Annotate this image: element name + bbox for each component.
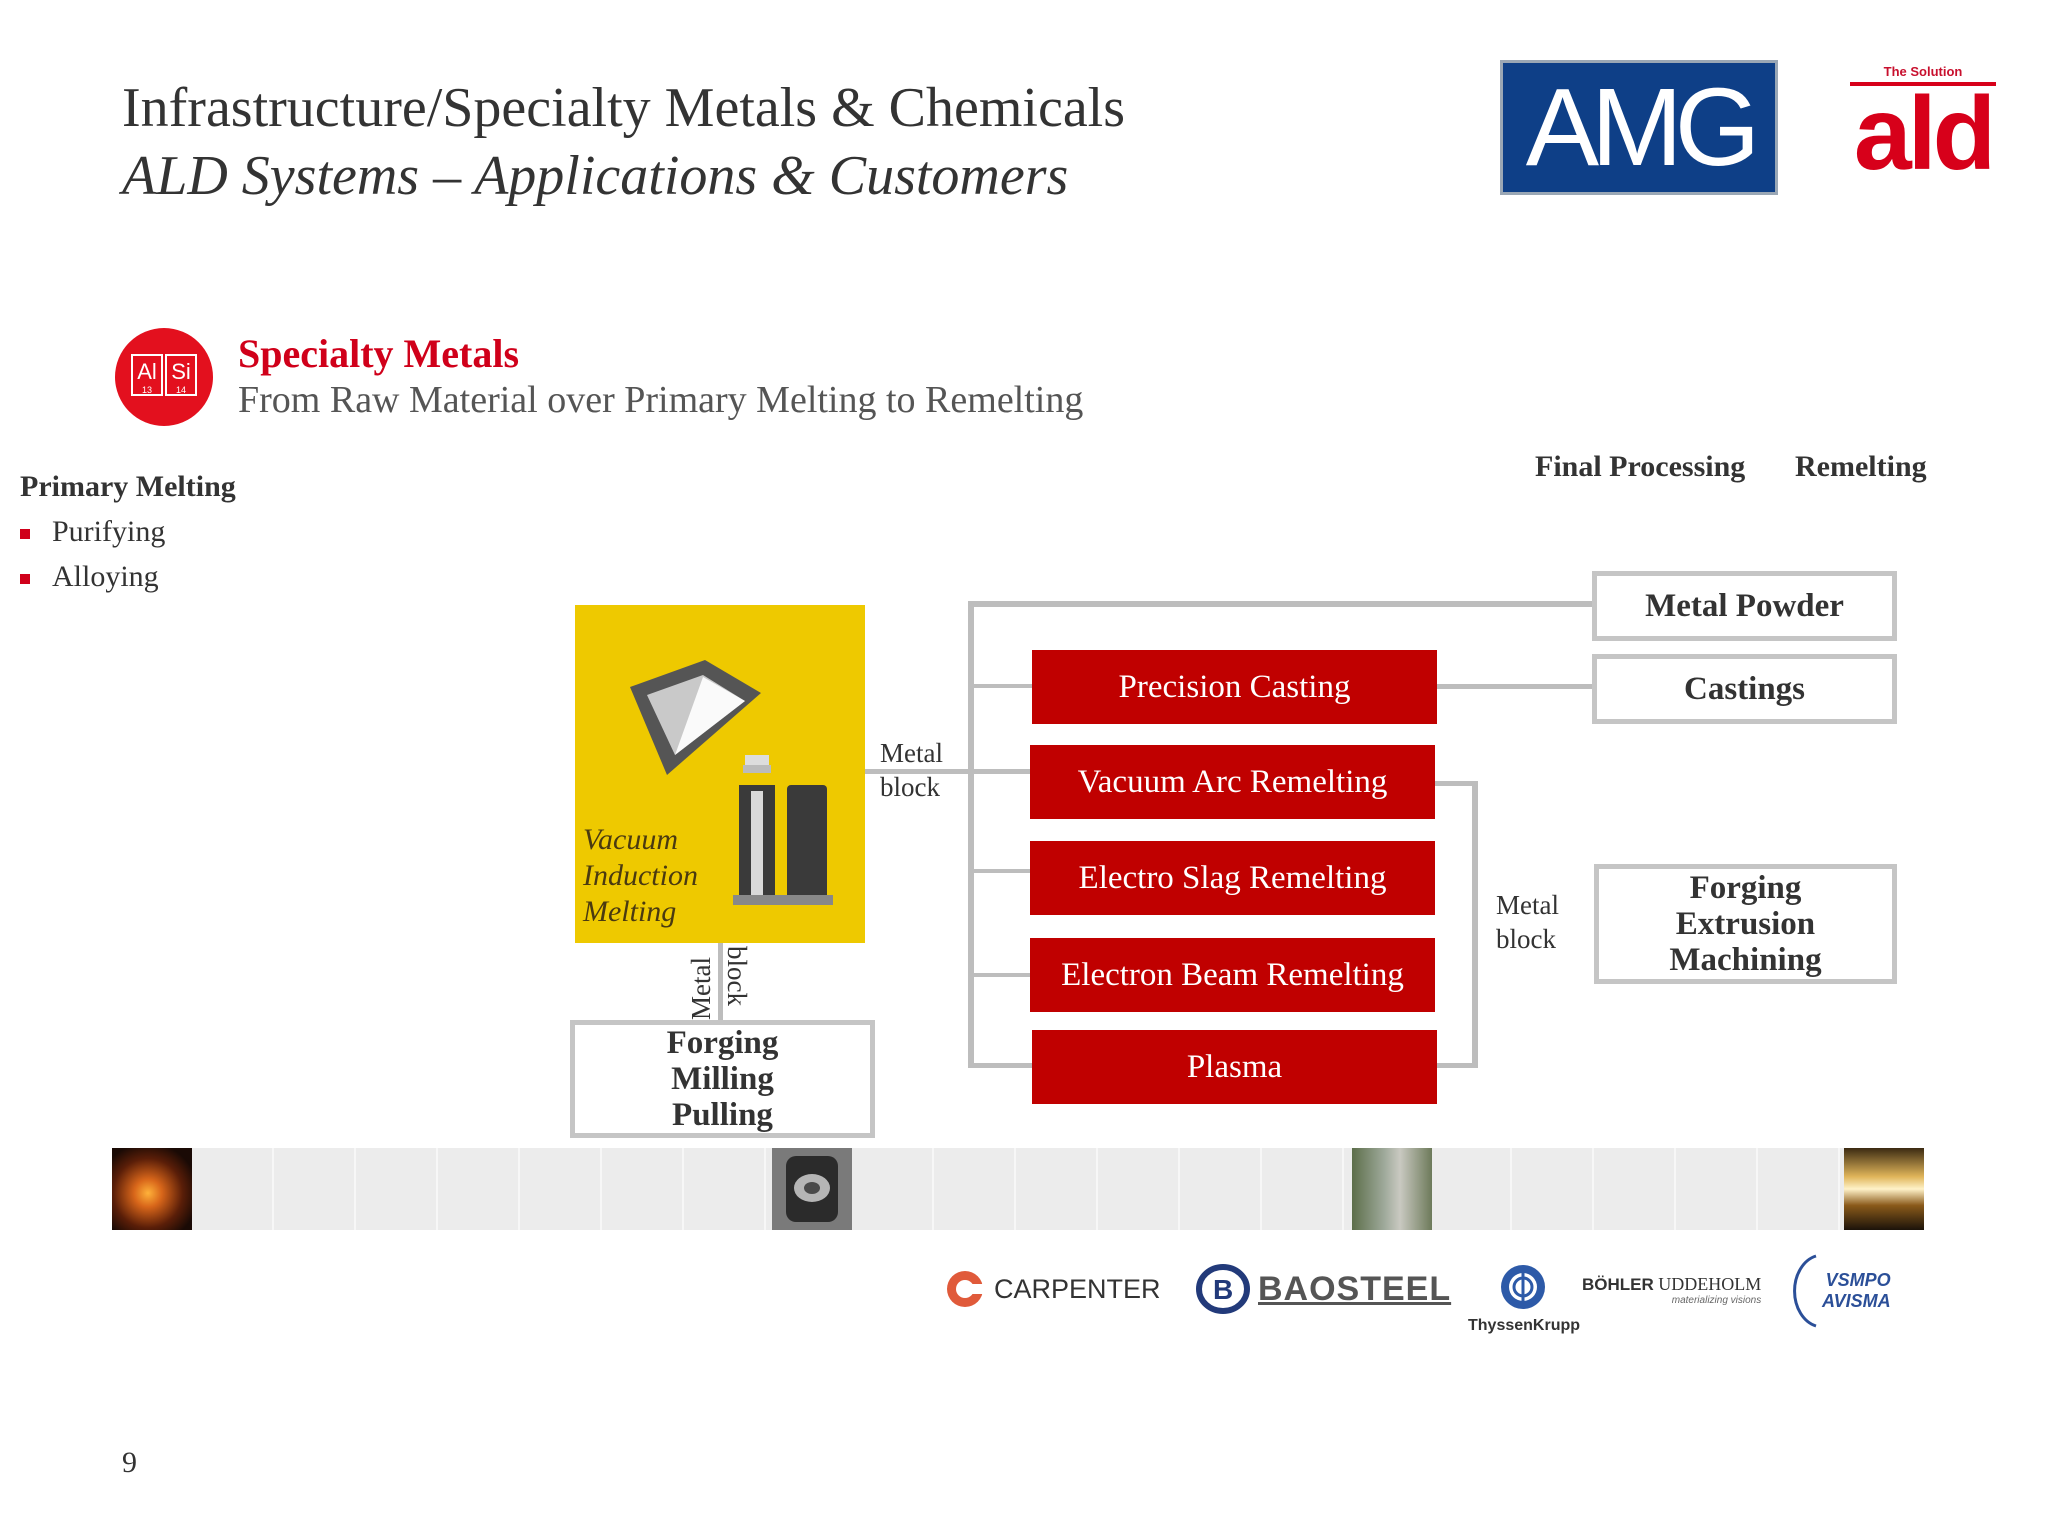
section-subtitle: From Raw Material over Primary Melting t…: [238, 379, 1084, 421]
machining-sparks-photo: [1844, 1148, 1924, 1230]
strip-segment: [1758, 1148, 1840, 1230]
vacuum-induction-melting-box: [575, 605, 865, 943]
connector-line: [1472, 781, 1478, 1068]
connector-line: [968, 869, 1032, 873]
strip-segment: [274, 1148, 356, 1230]
connector-line: [1434, 684, 1594, 689]
crucible-pouring-icon: [630, 660, 833, 905]
element-badge-icon: Al 13 Si 14: [115, 328, 213, 426]
amg-logo: AMG: [1500, 60, 1778, 195]
strip-segment: [852, 1148, 934, 1230]
strip-segment: [1262, 1148, 1344, 1230]
ald-logo-text: ald: [1853, 76, 1996, 192]
element-cell-si: Si 14: [165, 354, 197, 396]
process-image-strip: [112, 1148, 1924, 1230]
connector-line: [968, 1063, 1032, 1068]
strip-segment: [1098, 1148, 1180, 1230]
strip-segment: [520, 1148, 602, 1230]
strip-segment: [602, 1148, 684, 1230]
strip-segment: [934, 1148, 1016, 1230]
ingot-photo: [772, 1148, 852, 1230]
customer-vsmpo-avisma-logo: VSMPO AVISMA: [1790, 1252, 1891, 1330]
process-plasma: Plasma: [1032, 1030, 1437, 1104]
process-precision-casting: Precision Casting: [1032, 650, 1437, 724]
strip-segment: [1430, 1148, 1512, 1230]
bullet-icon: [20, 529, 30, 540]
list-item: Alloying: [20, 560, 159, 594]
page-number: 9: [122, 1446, 137, 1479]
strip-segment: [356, 1148, 438, 1230]
connector-line: [968, 973, 1032, 977]
connector-line: [1432, 781, 1478, 786]
process-vacuum-arc-remelting: Vacuum Arc Remelting: [1030, 745, 1435, 819]
strip-segment: [1512, 1148, 1594, 1230]
connector-line: [1432, 1063, 1478, 1068]
connector-line: [718, 940, 723, 1020]
carpenter-emblem-icon: [947, 1271, 986, 1307]
customer-baosteel-logo: B BAOSTEEL: [1196, 1264, 1451, 1314]
right-metal-block-label: Metal block: [1496, 890, 1559, 954]
output-metal-powder: Metal Powder: [1592, 571, 1897, 641]
list-item: Purifying: [20, 515, 165, 549]
connector-line: [968, 601, 1596, 607]
ald-logo: The Solution ald: [1850, 64, 1996, 186]
remelting-heading: Remelting: [1795, 450, 1927, 483]
process-electron-beam-remelting: Electron Beam Remelting: [1030, 938, 1435, 1012]
amg-logo-text: AMG: [1525, 65, 1761, 189]
strip-segment: [1016, 1148, 1098, 1230]
final-processing-heading: Final Processing: [1535, 450, 1746, 483]
page-subtitle: ALD Systems – Applications & Customers: [122, 145, 1069, 207]
output-forging-extrusion-machining: Forging Extrusion Machining: [1594, 864, 1897, 984]
cylinder-billet-photo: [1352, 1148, 1432, 1230]
bullet-icon: [20, 574, 30, 585]
molten-metal-photo: [112, 1148, 192, 1230]
thyssenkrupp-emblem-icon: [1501, 1265, 1545, 1309]
output-castings: Castings: [1592, 654, 1897, 724]
strip-segment: [1594, 1148, 1676, 1230]
strip-segment: [1676, 1148, 1758, 1230]
vsmpo-arc-icon: [1793, 1254, 1817, 1328]
customer-thyssenkrupp-logo: ThyssenKrupp: [1468, 1262, 1580, 1335]
primary-melting-heading: Primary Melting: [20, 470, 236, 503]
element-cell-al: Al 13: [131, 354, 163, 396]
connector-line: [865, 769, 1033, 774]
svg-text:B: B: [1213, 1274, 1233, 1305]
forging-milling-pulling-box: Forging Milling Pulling: [570, 1020, 875, 1138]
strip-segment: [684, 1148, 766, 1230]
connector-line: [968, 601, 974, 1067]
metal-block-label: Metal block: [880, 738, 943, 802]
page-title: Infrastructure/Specialty Metals & Chemic…: [122, 77, 1126, 139]
customer-carpenter-logo: CARPENTER: [944, 1268, 1161, 1310]
vertical-metal-block-label: Metal block: [686, 946, 752, 1020]
strip-segment: [1180, 1148, 1262, 1230]
process-electro-slag-remelting: Electro Slag Remelting: [1030, 841, 1435, 915]
vim-label: Vacuum Induction Melting: [583, 823, 698, 928]
section-title: Specialty Metals: [238, 331, 520, 376]
baosteel-emblem-icon: B: [1196, 1264, 1250, 1314]
customer-bohler-uddeholm-logo: BÖHLER UDDEHOLM materializing visions: [1582, 1274, 1762, 1306]
strip-segment: [438, 1148, 520, 1230]
strip-segment: [192, 1148, 274, 1230]
connector-line: [968, 684, 1032, 688]
ald-tagline: The Solution: [1850, 64, 1996, 86]
